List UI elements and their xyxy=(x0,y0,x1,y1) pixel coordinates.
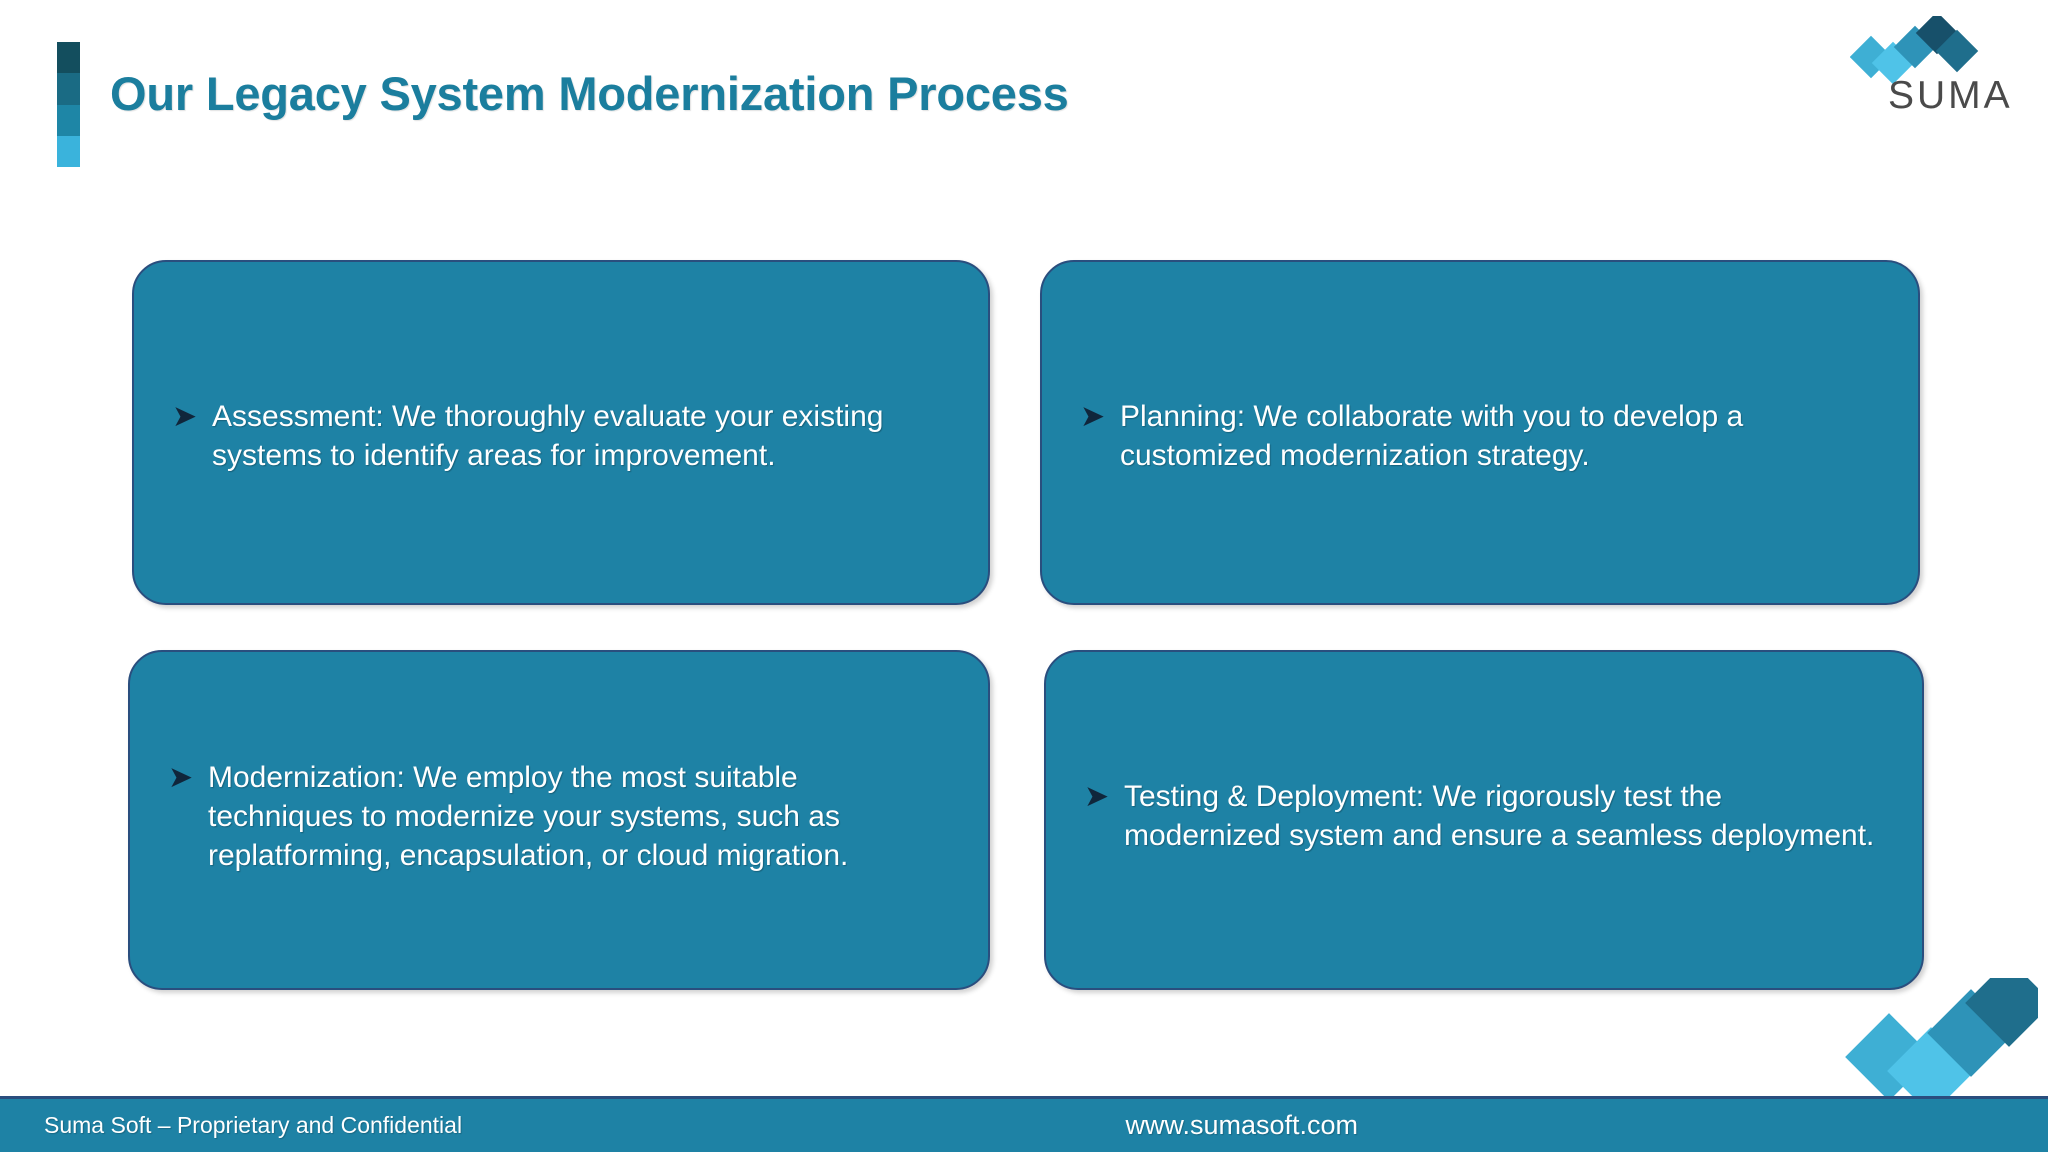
accent-segment-4 xyxy=(57,135,80,167)
arrow-bullet-icon: ➤ xyxy=(1080,399,1106,433)
suma-logo: SUMA xyxy=(1830,16,2030,126)
card-text: Planning: We collaborate with you to dev… xyxy=(1120,399,1744,472)
card-body: ➤ Modernization: We employ the most suit… xyxy=(130,758,988,875)
accent-segment-1 xyxy=(57,42,80,74)
card-text: Assessment: We thoroughly evaluate your … xyxy=(212,399,884,472)
card-body: ➤ Planning: We collaborate with you to d… xyxy=(1042,397,1918,475)
arrow-bullet-icon: ➤ xyxy=(168,760,194,794)
card-text: Testing & Deployment: We rigorously test… xyxy=(1124,780,1875,852)
title-accent-bar xyxy=(57,42,80,167)
slide-footer: Suma Soft – Proprietary and Confidential… xyxy=(0,1096,2048,1152)
card-body: ➤ Testing & Deployment: We rigorously te… xyxy=(1046,777,1922,855)
page-title: Our Legacy System Modernization Process xyxy=(110,67,1069,120)
process-card-planning[interactable]: ➤ Planning: We collaborate with you to d… xyxy=(1040,260,1920,605)
suma-logo-wordmark: SUMA xyxy=(1888,74,2013,117)
arrow-bullet-icon: ➤ xyxy=(1084,780,1110,813)
accent-segment-2 xyxy=(57,73,80,105)
process-card-testing-deployment[interactable]: ➤ Testing & Deployment: We rigorously te… xyxy=(1044,650,1924,990)
card-text: Modernization: We employ the most suitab… xyxy=(208,760,849,872)
arrow-bullet-icon: ➤ xyxy=(172,399,198,433)
process-card-modernization[interactable]: ➤ Modernization: We employ the most suit… xyxy=(128,650,990,990)
accent-segment-3 xyxy=(57,104,80,136)
footer-website-link[interactable]: www.sumasoft.com xyxy=(1125,1110,1358,1140)
card-body: ➤ Assessment: We thoroughly evaluate you… xyxy=(134,397,988,475)
suma-logo-mark-icon xyxy=(1850,16,1979,85)
footer-confidentiality-text: Suma Soft – Proprietary and Confidential xyxy=(44,1112,463,1138)
process-card-assessment[interactable]: ➤ Assessment: We thoroughly evaluate you… xyxy=(132,260,990,605)
